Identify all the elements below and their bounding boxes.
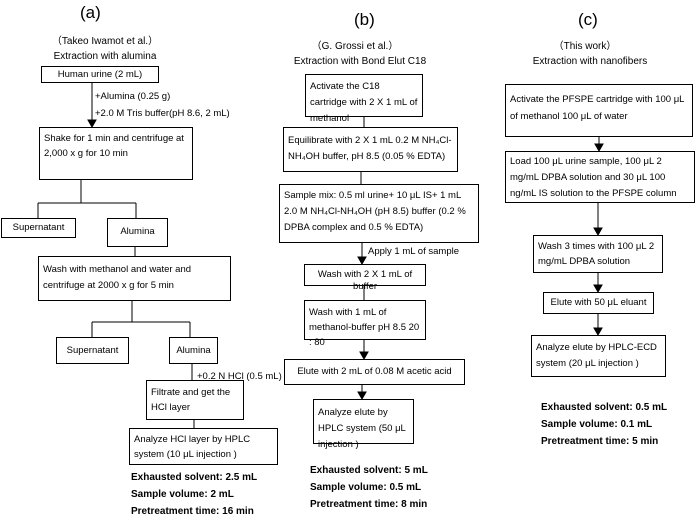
column-c-label: (c) <box>578 10 598 29</box>
step-equilibrate: Equilibrate with 2 X 1 mL 0.2 M NH₄Cl-NH… <box>283 127 458 172</box>
step-human-urine: Human urine (2 mL) <box>41 66 159 83</box>
step-supernatant-1: Supernatant <box>1 218 76 238</box>
step-alumina-2: Alumina <box>169 337 218 364</box>
summary-c-solvent: Exhausted solvent: 0.5 mL <box>541 402 668 413</box>
summary-b-pretreatment-time: Pretreatment time: 8 min <box>310 499 428 510</box>
column-a-method: Extraction with alumina <box>53 51 157 62</box>
step-wash-methanol-buffer: Wash with 1 mL of methanol-buffer pH 8.5… <box>304 300 426 348</box>
column-a-author: （Takeo Iwamot et al.） <box>51 36 159 47</box>
step-filtrate-hcl-layer: Filtrate and get the HCl layer <box>146 380 244 420</box>
step-wash-dpba: Wash 3 times with 100 μL 2 mg/mL DPBA so… <box>533 235 663 273</box>
summary-c-pretreatment-time: Pretreatment time: 5 min <box>541 436 659 447</box>
step-sample-mix: Sample mix: 0.5 ml urine+ 10 μL IS+ 1 mL… <box>279 184 479 243</box>
column-c-author: （This work） <box>553 41 617 52</box>
step-load-sample: Load 100 μL urine sample, 100 μL 2 mg/mL… <box>505 151 695 203</box>
step-elute-eluant: Elute with 50 μL eluant <box>543 292 654 314</box>
step-wash-methanol-water: Wash with methanol and water and centrif… <box>38 256 231 301</box>
step-elute-acetic-acid: Elute with 2 mL of 0.08 M acetic acid <box>284 359 465 385</box>
step-analyze-hcl-layer: Analyze HCl layer by HPLC system (10 μL … <box>129 428 278 465</box>
note-add-hcl: +0.2 N HCl (0.5 mL) <box>197 371 282 382</box>
summary-b-sample-volume: Sample volume: 0.5 mL <box>310 482 422 493</box>
column-c-method: Extraction with nanofibers <box>532 56 648 67</box>
column-b-method: Extraction with Bond Elut C18 <box>293 56 427 67</box>
step-activate-c18: Activate the C18 cartridge with 2 X 1 mL… <box>305 74 423 124</box>
column-b-label: (b) <box>354 10 375 29</box>
note-add-tris-buffer: +2.0 M Tris buffer(pH 8.6, 2 mL) <box>95 108 230 119</box>
summary-b-solvent: Exhausted solvent: 5 mL <box>310 465 428 476</box>
step-wash-buffer: Wash with 2 X 1 mL of buffer <box>304 264 426 292</box>
step-activate-pfspe: Activate the PFSPE cartridge with 100 μL… <box>505 84 693 137</box>
column-a-label: (a) <box>80 3 101 22</box>
note-add-alumina: +Alumina (0.25 g) <box>95 91 171 102</box>
step-shake-centrifuge: Shake for 1 min and centrifuge at 2,000 … <box>39 127 193 180</box>
column-b-author: （G. Grossi et al.） <box>311 41 399 52</box>
summary-c-sample-volume: Sample volume: 0.1 mL <box>541 419 653 430</box>
step-alumina-1: Alumina <box>107 218 168 247</box>
summary-a-pretreatment-time: Pretreatment time: 16 min <box>131 506 254 517</box>
summary-a-solvent: Exhausted solvent: 2.5 mL <box>131 472 258 483</box>
note-apply-sample: Apply 1 mL of sample <box>368 246 459 257</box>
step-analyze-elute-hplc-ecd: Analyze elute by HPLC-ECD system (20 μL … <box>531 335 666 377</box>
summary-a-sample-volume: Sample volume: 2 mL <box>131 489 234 500</box>
step-analyze-elute-hplc: Analyze elute by HPLC system (50 μL inje… <box>313 399 414 450</box>
step-supernatant-2: Supernatant <box>56 337 129 364</box>
